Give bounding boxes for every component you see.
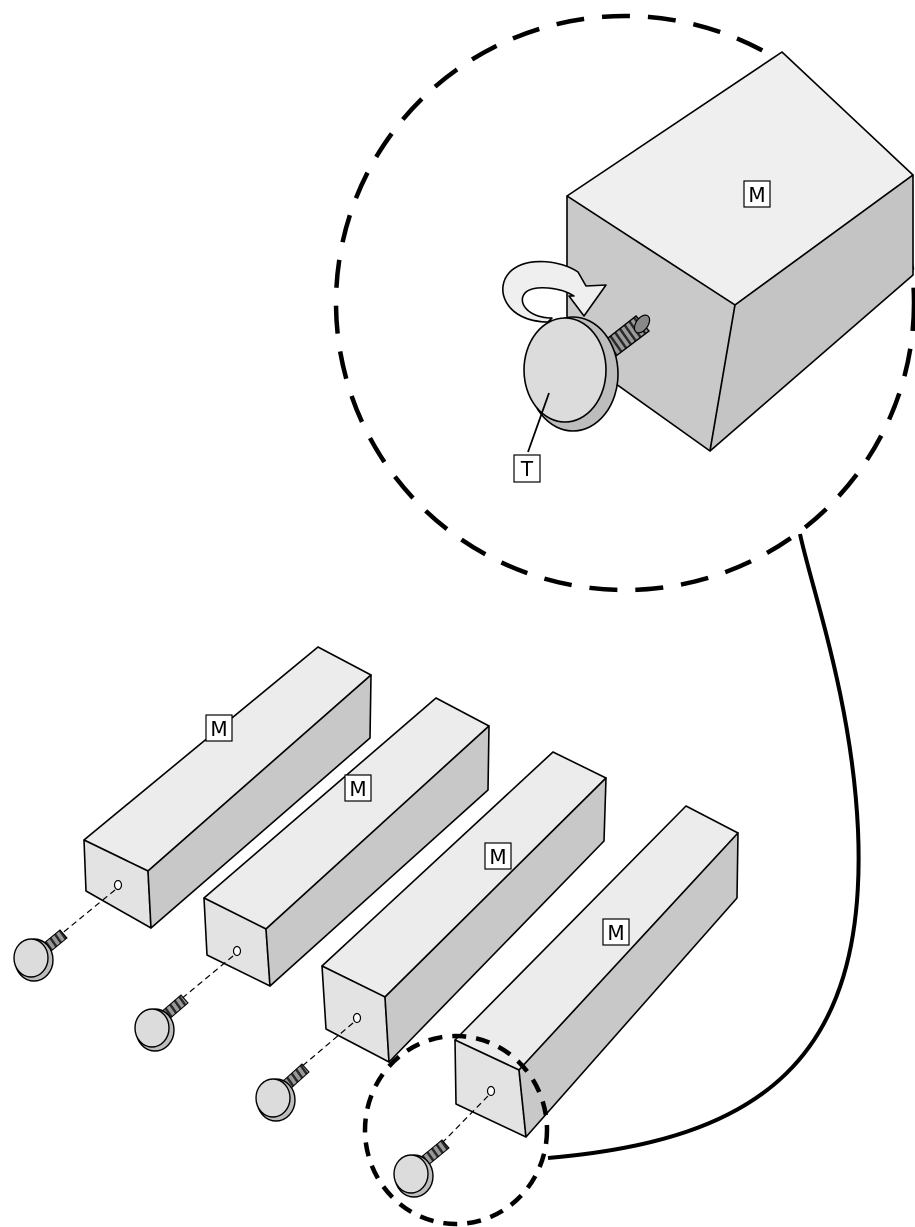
svg-text:M: M xyxy=(748,183,765,207)
leg-1-foot xyxy=(13,929,68,982)
leg-4: M xyxy=(393,805,739,1198)
leg-4-hole xyxy=(486,1085,496,1097)
leg-2-guide-line xyxy=(179,955,234,1001)
leg-1: M xyxy=(13,646,372,982)
svg-text:M: M xyxy=(489,845,506,869)
leg-3-label: M xyxy=(484,842,512,870)
callout-connector-line xyxy=(547,533,861,1160)
rotation-arrow-icon xyxy=(502,260,607,323)
svg-text:M: M xyxy=(210,717,227,741)
detail-callout: M T xyxy=(333,13,915,593)
leg-3-guide-line xyxy=(299,1022,354,1069)
detail-dashed-circle xyxy=(333,13,915,593)
foot-leader-line xyxy=(527,392,550,453)
leg-3-hole xyxy=(352,1012,362,1024)
leg-2: M xyxy=(134,697,490,1052)
leg-1-hole xyxy=(113,879,123,891)
focus-dashed-circle xyxy=(362,1033,550,1227)
svg-text:M: M xyxy=(349,777,366,801)
svg-text:T: T xyxy=(520,457,534,481)
leg-2-hole xyxy=(232,945,242,957)
leg-1-guide-line xyxy=(59,889,116,936)
leg-3: M xyxy=(255,751,607,1122)
leg-3-foot xyxy=(255,1063,310,1122)
detail-foot-label: T xyxy=(513,454,541,483)
leg-1-label: M xyxy=(205,714,233,742)
leg-4-label: M xyxy=(602,918,630,946)
leg-4-foot xyxy=(393,1139,450,1198)
detail-leg-label: M xyxy=(743,180,771,208)
detail-foot-disc xyxy=(523,316,619,432)
leg-2-foot xyxy=(134,994,189,1052)
leg-4-guide-line xyxy=(441,1095,489,1144)
detail-leg-block xyxy=(566,51,914,452)
svg-text:M: M xyxy=(607,921,624,945)
leg-2-label: M xyxy=(344,774,372,802)
